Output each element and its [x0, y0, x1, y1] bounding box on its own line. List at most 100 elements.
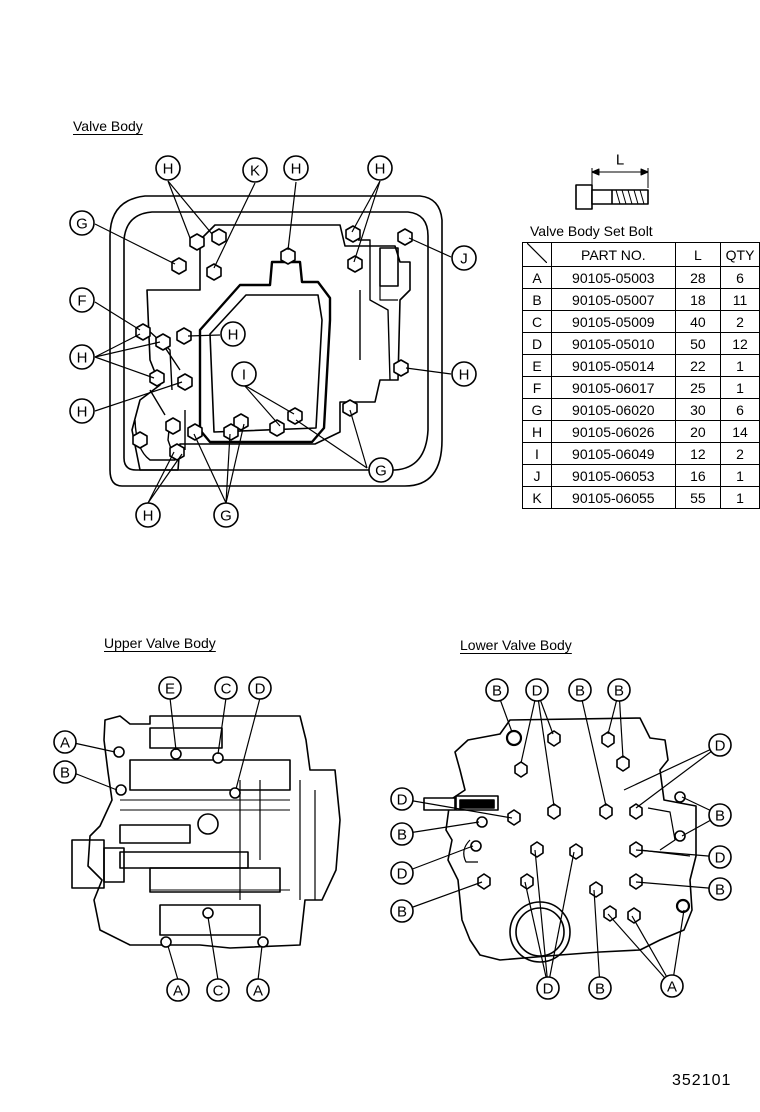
row-part-no: 90105-06020: [551, 398, 676, 421]
row-length: 22: [674, 354, 722, 377]
svg-text:E: E: [165, 681, 175, 698]
callout-upper-a3: A: [246, 978, 270, 1002]
callout-lower-d4: D: [708, 845, 732, 869]
callout-top-g2: G: [213, 502, 239, 528]
callout-lower-b5: B: [390, 822, 414, 846]
callout-lower-b6: B: [708, 877, 732, 901]
svg-text:B: B: [60, 765, 70, 782]
callout-upper-d: D: [248, 676, 272, 700]
row-qty: 1: [720, 376, 760, 399]
svg-text:I: I: [242, 367, 246, 384]
row-code: I: [522, 442, 552, 465]
row-length: 12: [674, 442, 722, 465]
callout-top-g: G: [69, 210, 95, 236]
svg-text:B: B: [715, 808, 725, 825]
callout-upper-c: C: [214, 676, 238, 700]
row-qty: 1: [720, 464, 760, 487]
row-part-no: 90105-06017: [551, 376, 676, 399]
callout-top-i: I: [231, 361, 257, 387]
callout-lower-b1: B: [485, 678, 509, 702]
callout-lower-b8: B: [588, 976, 612, 1000]
svg-text:D: D: [397, 866, 408, 883]
row-code: B: [522, 288, 552, 311]
svg-text:A: A: [60, 735, 70, 752]
row-code: C: [522, 310, 552, 333]
bolt-table-header: PART NO. L QTY: [522, 242, 760, 267]
row-length: 28: [674, 266, 722, 289]
row-code: J: [522, 464, 552, 487]
svg-text:K: K: [250, 163, 260, 180]
svg-text:J: J: [460, 251, 468, 268]
row-qty: 11: [720, 288, 760, 311]
row-part-no: 90105-05010: [551, 332, 676, 355]
svg-text:H: H: [459, 367, 470, 384]
header-code: [522, 242, 552, 267]
svg-text:H: H: [163, 161, 174, 178]
row-part-no: 90105-05009: [551, 310, 676, 333]
header-part-no: PART NO.: [551, 242, 676, 267]
svg-text:H: H: [375, 161, 386, 178]
callout-upper-e: E: [158, 676, 182, 700]
svg-text:B: B: [492, 683, 502, 700]
callout-top-h2: H: [283, 155, 309, 181]
callout-upper-c2: C: [206, 978, 230, 1002]
svg-text:D: D: [715, 850, 726, 867]
row-length: 25: [674, 376, 722, 399]
callout-lower-a: A: [660, 974, 684, 998]
row-code: E: [522, 354, 552, 377]
row-code: F: [522, 376, 552, 399]
callout-upper-a2: A: [166, 978, 190, 1002]
valve-body-top-drawing: [94, 180, 452, 504]
svg-text:D: D: [397, 792, 408, 809]
svg-text:F: F: [77, 293, 86, 310]
callout-top-g3: G: [368, 457, 394, 483]
svg-text:H: H: [77, 404, 88, 421]
svg-text:G: G: [375, 463, 387, 480]
callout-top-h5: H: [69, 344, 95, 370]
callout-lower-d3: D: [390, 787, 414, 811]
callout-top-h6: H: [69, 398, 95, 424]
row-part-no: 90105-05014: [551, 354, 676, 377]
row-code: K: [522, 486, 552, 509]
row-qty: 2: [720, 442, 760, 465]
row-part-no: 90105-05003: [551, 266, 676, 289]
callout-upper-b: B: [53, 760, 77, 784]
svg-text:C: C: [221, 681, 232, 698]
callout-lower-d5: D: [390, 861, 414, 885]
svg-text:B: B: [575, 683, 585, 700]
row-length: 16: [674, 464, 722, 487]
callout-lower-d1: D: [525, 678, 549, 702]
diagonal-corner-icon: [526, 242, 548, 264]
row-part-no: 90105-06053: [551, 464, 676, 487]
row-length: 55: [674, 486, 722, 509]
row-qty: 14: [720, 420, 760, 443]
svg-text:G: G: [76, 216, 88, 233]
row-code: D: [522, 332, 552, 355]
svg-text:A: A: [667, 979, 677, 996]
header-qty: QTY: [720, 242, 760, 267]
callout-top-h3: H: [367, 155, 393, 181]
svg-text:B: B: [397, 904, 407, 921]
svg-text:D: D: [255, 681, 266, 698]
bolt-table-title: Valve Body Set Bolt: [530, 223, 653, 239]
bolt-length-label: L: [616, 152, 624, 169]
row-part-no: 90105-05007: [551, 288, 676, 311]
svg-text:H: H: [143, 508, 154, 525]
svg-text:H: H: [77, 350, 88, 367]
callout-lower-b4: B: [708, 803, 732, 827]
row-length: 40: [674, 310, 722, 333]
svg-text:D: D: [543, 981, 554, 998]
callout-top-h7: H: [451, 361, 477, 387]
upper-valve-body-title: Upper Valve Body: [104, 635, 216, 651]
row-part-no: 90105-06055: [551, 486, 676, 509]
